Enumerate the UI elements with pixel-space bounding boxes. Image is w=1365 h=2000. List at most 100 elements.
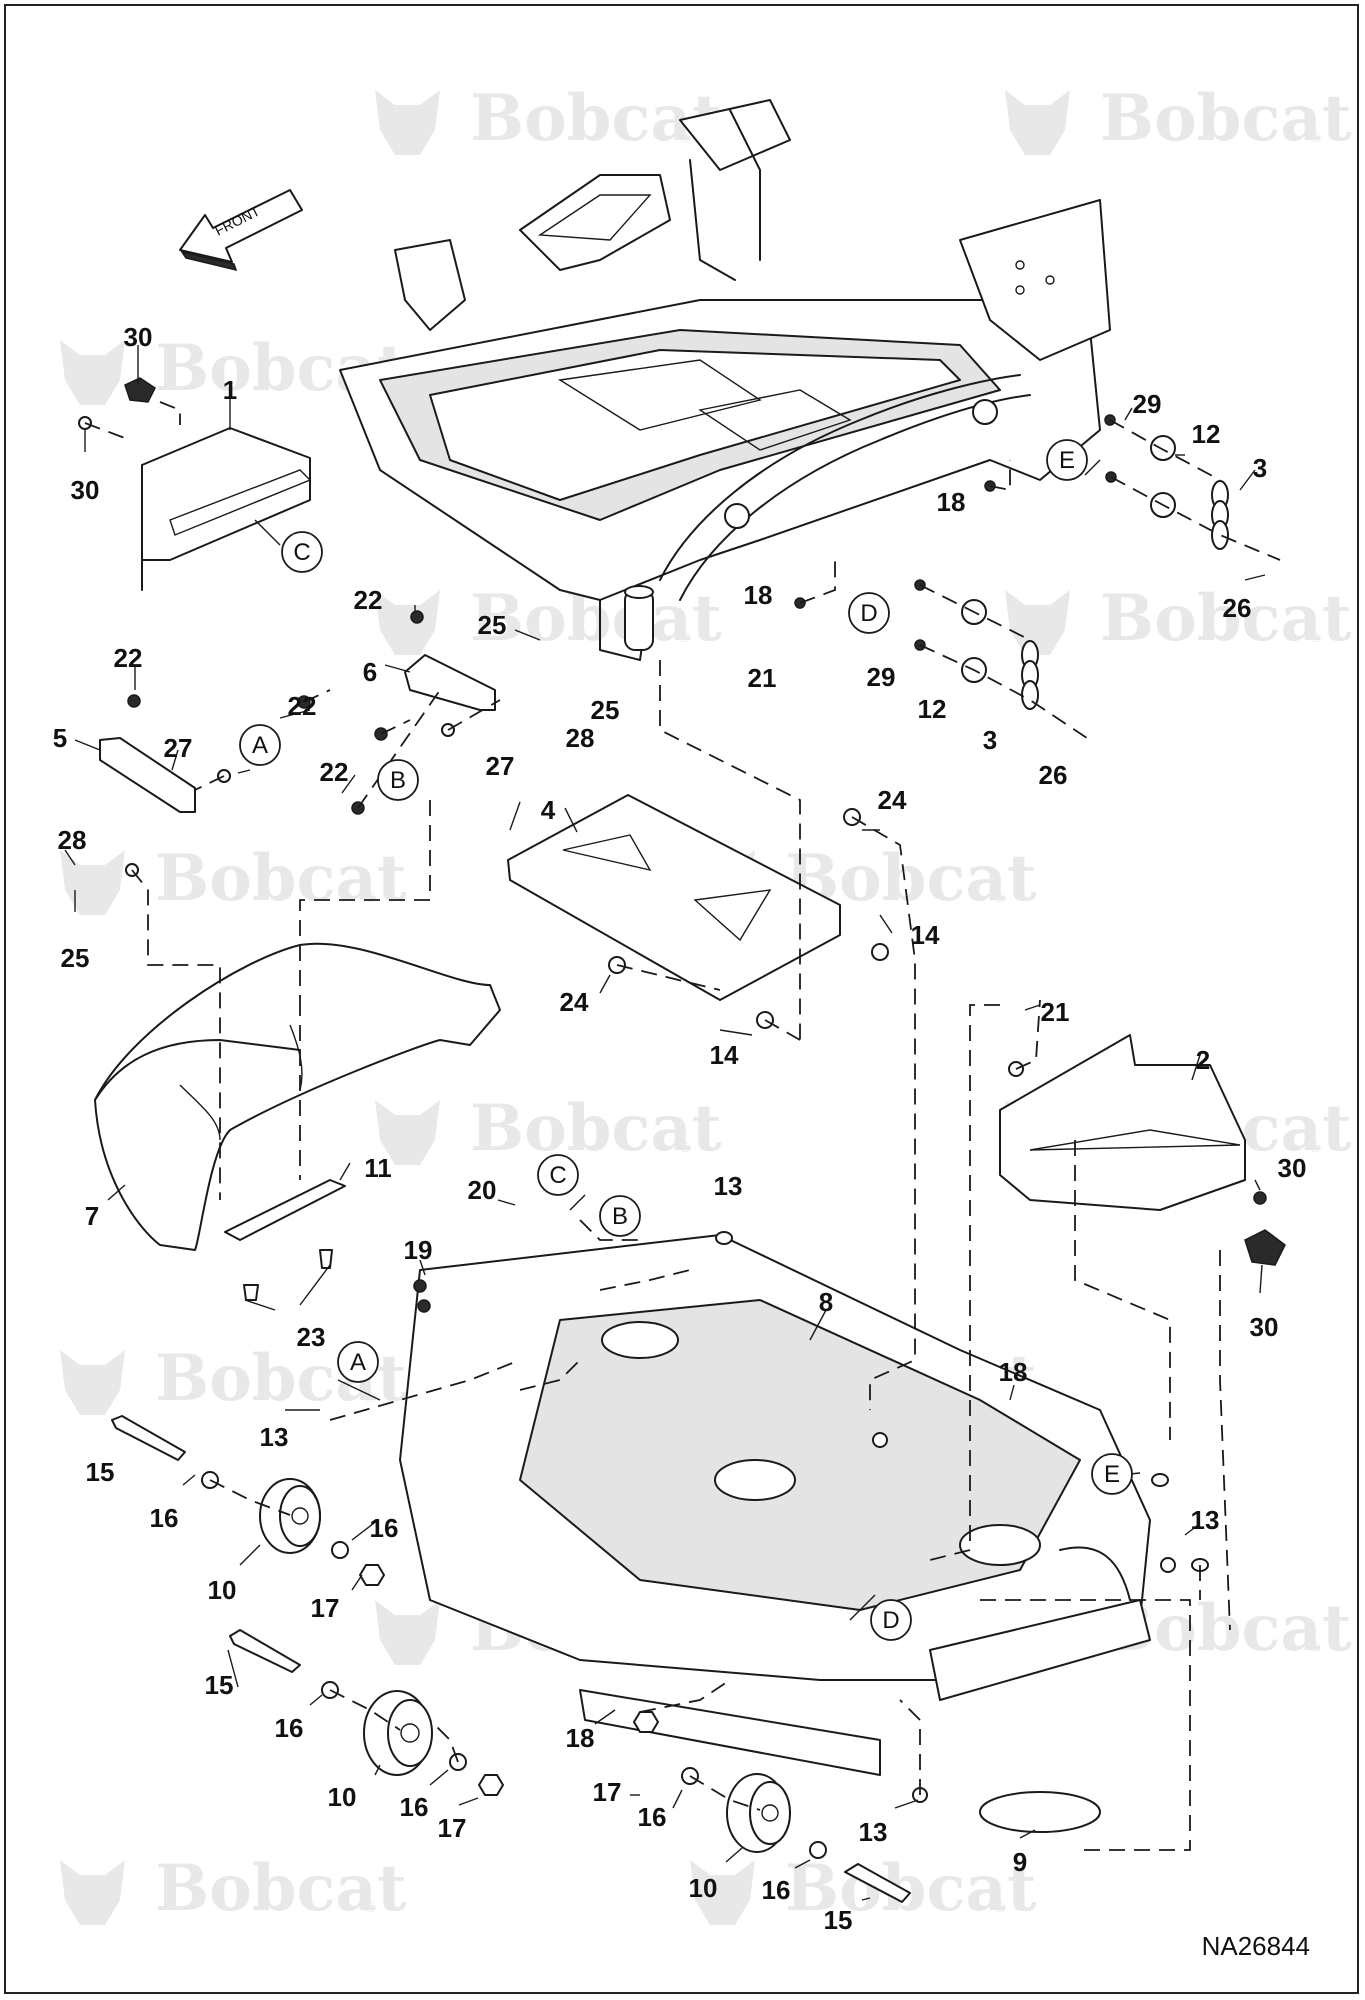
part-number-callout: 24 [878,785,907,815]
bobcat-logo-icon [690,1860,755,1925]
reference-letter-label: B [612,1203,628,1230]
part-number-callout: 16 [638,1802,667,1832]
part-number-callout: 18 [999,1357,1028,1387]
watermark-registered-mark: ® [1310,129,1321,145]
part-number-callout: 30 [1278,1153,1307,1183]
bobcat-logo-icon [375,1100,440,1165]
part-number-callout: 12 [1192,419,1221,449]
callout-leader-lines [64,345,1266,1901]
part-15-axle-bolt-3 [844,1863,911,1903]
watermark-registered-mark: ® [680,129,691,145]
bobcat-watermark: Bobcat® [60,1851,407,1926]
bobcat-logo-icon [375,1600,440,1665]
watermark-registered-mark: ® [365,1389,376,1405]
part-number-callout: 3 [1253,453,1267,483]
part-number-callout: 29 [1133,389,1162,419]
part-number-callout: 18 [566,1723,595,1753]
part-2-side-guard [999,1034,1267,1211]
part-number-callout: 10 [328,1782,357,1812]
bobcat-logo-icon [60,1860,125,1925]
part-number-callout: 29 [867,662,896,692]
part-number-callout: 30 [124,322,153,352]
bobcat-logo-icon [60,340,125,405]
bobcat-logo-icon [1005,90,1070,155]
part-number-callout: 12 [918,694,947,724]
part-number-callout: 28 [566,723,595,753]
watermark-brand-text: Bobcat [1100,81,1352,156]
part-number-callout: 15 [86,1457,115,1487]
reference-letter-circle [1046,439,1088,481]
part-number-callout: 13 [859,1817,888,1847]
part-3-chain-upper [1211,480,1229,550]
reference-letter-callout: E [1046,439,1088,481]
reference-letter-circle [1091,1453,1133,1495]
part-number-callout: 13 [714,1171,743,1201]
part-number-callout: 6 [363,657,377,687]
part-number-callout: 30 [71,475,100,505]
bobcat-logo-icon [375,590,440,655]
part-3-chain-lower [1021,640,1039,710]
part-number-callout: 18 [937,487,966,517]
bobcat-watermark: Bobcat® [375,81,722,156]
part-10-caster-wheel-3 [726,1773,791,1853]
part-9-cover-plate [979,1791,1101,1833]
part-number-callout: 18 [744,580,773,610]
reference-letter-callout: D [870,1599,912,1641]
part-7-discharge-chute [94,942,501,1251]
reference-letter-label: D [882,1607,899,1634]
part-number-callout: 25 [61,943,90,973]
bobcat-logo-icon [375,90,440,155]
part-number-callout: 5 [53,723,67,753]
reference-letter-callout: B [377,759,419,801]
part-10-caster-wheel-2 [363,1690,433,1776]
part-number-callout: 16 [400,1792,429,1822]
part-10-caster-wheel-1 [259,1478,321,1554]
part-8-mower-deck [399,1234,1151,1776]
reference-letter-circle [239,724,281,766]
watermark-registered-mark: ® [995,1899,1006,1915]
watermark-brand-text: Bobcat [1100,581,1352,656]
part-number-callout: 15 [824,1905,853,1935]
part-number-callout: 30 [1250,1312,1279,1342]
part-number-callout: 17 [311,1593,340,1623]
part-number-callout: 25 [591,695,620,725]
part-number-callout: 16 [150,1503,179,1533]
part-5-bracket [99,737,196,813]
part-number-callout: 22 [354,585,383,615]
part-number-callout: 8 [819,1287,833,1317]
part-number-callout: 16 [370,1513,399,1543]
part-number-callout: 21 [1041,997,1070,1027]
bobcat-logo-icon [60,1350,125,1415]
part-number-callout: 16 [762,1875,791,1905]
reference-letter-circle [281,531,323,573]
reference-letter-callout: A [337,1341,379,1383]
small-hardware [125,414,1209,1859]
assembly-leader-lines [84,401,1281,1851]
part-number-callout: 25 [478,610,507,640]
mower-chassis [339,99,1111,661]
part-number-callout: 9 [1013,1847,1027,1877]
part-number-callout: 28 [58,825,87,855]
bobcat-logo-icon [1005,590,1070,655]
bobcat-logo-icon [60,850,125,915]
reference-letter-label: D [860,600,877,627]
bobcat-watermark: Bobcat® [60,841,407,916]
reference-letter-circle [537,1154,579,1196]
bobcat-watermark: Bobcat® [375,1091,722,1166]
part-number-callout: 3 [983,725,997,755]
reference-letter-label: A [350,1349,366,1376]
part-number-callout: 7 [85,1201,99,1231]
bobcat-watermark: Bobcat® [1005,581,1352,656]
part-1-side-guard [141,427,312,591]
watermark-brand-text: Bobcat [470,81,722,156]
diagram-frame [4,4,1359,1994]
part-number-callout: 14 [710,1040,739,1070]
reference-letter-circle [337,1341,379,1383]
bobcat-watermark: Bobcat® [1005,81,1352,156]
part-number-callout: 27 [164,733,193,763]
reference-letter-circle [377,759,419,801]
reference-letter-callout: D [848,592,890,634]
part-number-callout: 19 [404,1235,433,1265]
